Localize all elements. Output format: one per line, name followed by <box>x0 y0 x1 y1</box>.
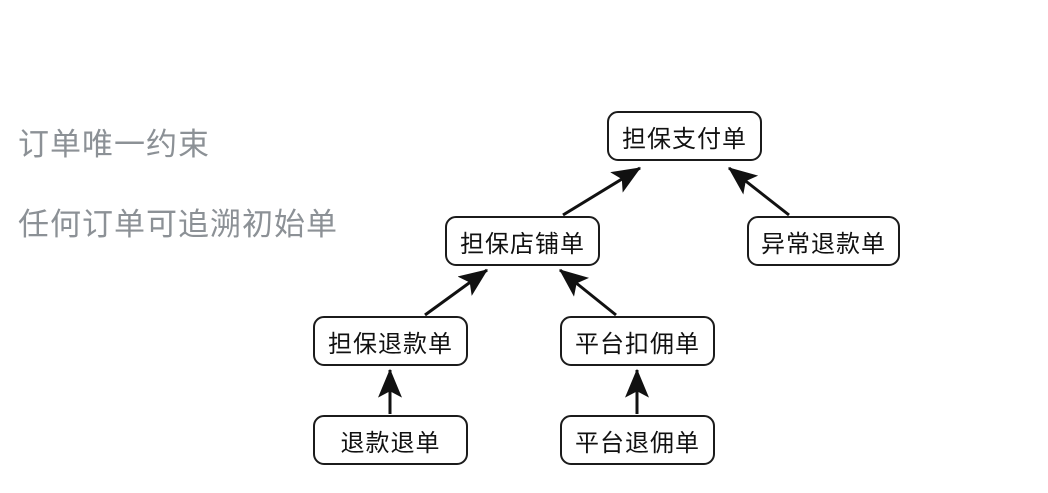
node-platform-commission-order[interactable]: 平台扣佣单 <box>560 316 715 366</box>
node-guarantee-payment-order[interactable]: 担保支付单 <box>607 111 762 161</box>
node-label: 担保退款单 <box>328 329 453 358</box>
node-guarantee-refund-order[interactable]: 担保退款单 <box>313 316 468 366</box>
note-unique-constraint: 订单唯一约束 <box>18 127 210 163</box>
node-label: 平台退佣单 <box>575 428 700 457</box>
node-label: 异常退款单 <box>761 229 886 258</box>
node-guarantee-shop-order[interactable]: 担保店铺单 <box>445 216 600 266</box>
node-label: 担保支付单 <box>622 124 747 153</box>
node-refund-return-order[interactable]: 退款退单 <box>313 415 468 465</box>
notes-group: 订单唯一约束 任何订单可追溯初始单 <box>18 127 418 243</box>
node-platform-commission-refund-order[interactable]: 平台退佣单 <box>560 415 715 465</box>
edge-ptky-dbdp <box>559 268 617 317</box>
edge-dbdp-dbzf <box>562 166 642 217</box>
node-label: 担保店铺单 <box>460 229 585 258</box>
edge-yctk-dbzf <box>728 166 790 217</box>
node-abnormal-refund-order[interactable]: 异常退款单 <box>747 216 900 266</box>
node-label: 退款退单 <box>340 428 441 457</box>
edge-dbtk-dbdp <box>424 268 488 317</box>
node-label: 平台扣佣单 <box>575 329 700 358</box>
note-traceable: 任何订单可追溯初始单 <box>18 206 338 243</box>
